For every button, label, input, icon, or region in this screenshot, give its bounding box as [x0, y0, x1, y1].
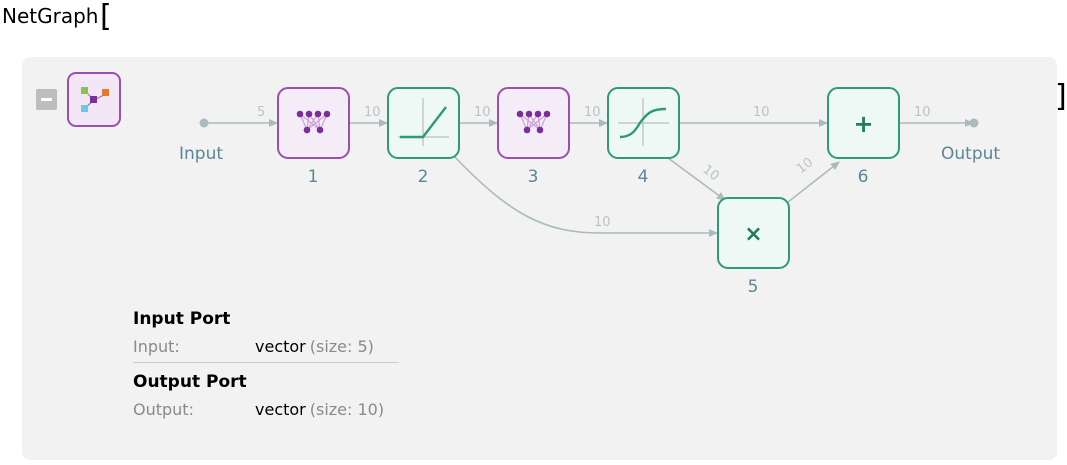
node-4-number: 4: [637, 167, 649, 187]
node-5-times-layer[interactable]: ×: [717, 197, 790, 269]
node-4-sigmoid-layer[interactable]: [607, 87, 680, 159]
edge-label-1-2: 10: [364, 105, 381, 120]
node-6-number: 6: [857, 167, 869, 187]
collapse-button[interactable]: [36, 89, 57, 110]
input-port-value: vector(size: 5): [255, 337, 374, 356]
input-dot: [199, 118, 209, 128]
input-port-heading: Input Port: [133, 309, 231, 329]
output-port-value: vector(size: 10): [255, 400, 384, 419]
output-port-size: (size: 10): [309, 400, 385, 419]
times-icon: ×: [744, 222, 762, 247]
linear-layer-icon: [296, 110, 331, 134]
input-port-size: (size: 5): [309, 337, 374, 356]
sigmoid-icon: [618, 98, 669, 146]
edge-label-4-6: 10: [753, 105, 770, 120]
edge-label-3-4: 10: [584, 105, 601, 120]
output-dot: [969, 118, 979, 128]
port-divider: [133, 362, 399, 363]
close-bracket: ]: [1055, 79, 1067, 114]
output-port-heading: Output Port: [133, 372, 247, 392]
node-2-ramp-layer[interactable]: [387, 87, 460, 159]
edge-label-5-6: 10: [794, 155, 816, 177]
netgraph-icon: [67, 72, 121, 127]
edge-label-2-3: 10: [474, 105, 491, 120]
input-port-key: Input:: [133, 337, 180, 356]
input-port-label: Input: [179, 144, 224, 164]
output-port-key: Output:: [133, 400, 194, 419]
input-port-type: vector: [255, 337, 306, 356]
edge-label-6-output: 10: [914, 105, 931, 120]
edge-5-6: [782, 161, 840, 207]
ramp-icon: [398, 98, 449, 146]
node-1-linear-layer[interactable]: [277, 87, 350, 159]
node-3-number: 3: [527, 167, 539, 187]
edge-label-input-1: 5: [257, 105, 265, 120]
edge-label-2-5: 10: [594, 215, 611, 230]
plus-icon: +: [853, 110, 873, 138]
edge-2-5: [451, 153, 718, 237]
node-5-number: 5: [747, 277, 759, 297]
edge-label-4-5: 10: [700, 162, 722, 184]
edge-4-5: [667, 157, 726, 201]
output-port-type: vector: [255, 400, 306, 419]
node-3-linear-layer[interactable]: [497, 87, 570, 159]
node-6-plus-layer[interactable]: +: [827, 87, 900, 159]
netgraph-title: NetGraph: [2, 4, 99, 28]
output-port-label: Output: [941, 144, 1001, 164]
open-bracket: [: [100, 0, 112, 34]
linear-layer-icon: [516, 110, 551, 134]
node-2-number: 2: [417, 167, 429, 187]
node-1-number: 1: [307, 167, 319, 187]
